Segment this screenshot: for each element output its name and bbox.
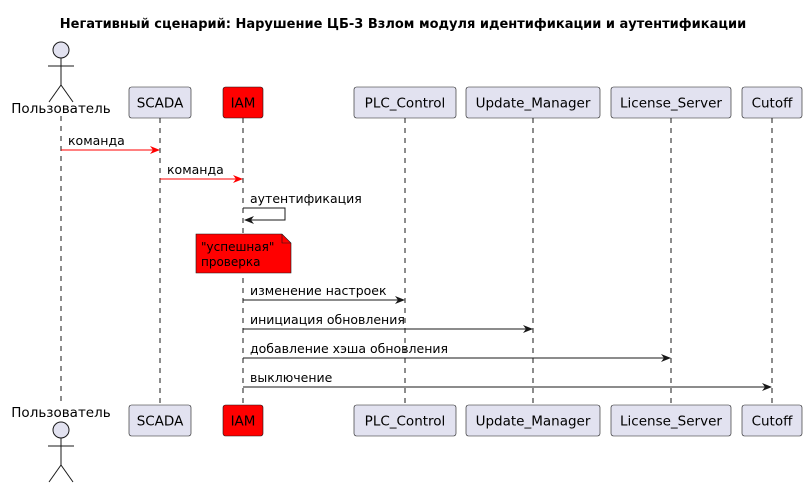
participant-box	[465, 404, 601, 437]
participant-label: PLC_Control	[365, 414, 446, 430]
participant-label: Cutoff	[752, 96, 794, 112]
message-команда: команда	[61, 133, 160, 154]
note-line: проверка	[201, 255, 260, 269]
message-label: команда	[167, 162, 224, 177]
message-команда: команда	[160, 162, 243, 183]
message-аутентификация: аутентификация	[243, 191, 362, 224]
participant-label: SCADA	[137, 96, 184, 112]
participant-label: SCADA	[137, 414, 184, 430]
message-добавление-хэша-обновления: добавление хэша обновления	[243, 341, 671, 362]
participant-scada-bottom: SCADA	[128, 404, 192, 437]
participant-box	[610, 404, 732, 437]
participant-scada-top: SCADA	[128, 86, 192, 119]
self-arrow	[243, 207, 286, 224]
message-выключение: выключение	[243, 370, 772, 391]
participant-label: Update_Manager	[476, 96, 591, 112]
participant-box	[353, 404, 457, 437]
participant-cutoff-top: Cutoff	[741, 86, 803, 119]
participant-box	[610, 86, 732, 119]
message-label: добавление хэша обновления	[250, 341, 448, 356]
participant-label: IAM	[231, 96, 256, 112]
participant-пользователь-top: Пользователь	[11, 41, 111, 117]
participant-box	[128, 404, 192, 437]
participant-box	[465, 86, 601, 119]
participant-label: License_Server	[620, 96, 722, 112]
participant-plc-control-top: PLC_Control	[353, 86, 457, 119]
note-line: "успешная"	[201, 240, 274, 254]
note: "успешная"проверка	[195, 233, 292, 274]
participant-box	[741, 404, 803, 437]
message-label: выключение	[250, 370, 333, 385]
participant-update-manager-top: Update_Manager	[465, 86, 601, 119]
participant-license-server-bottom: License_Server	[610, 404, 732, 437]
participant-label: License_Server	[620, 414, 722, 430]
message-label: аутентификация	[250, 191, 362, 206]
participant-plc-control-bottom: PLC_Control	[353, 404, 457, 437]
participant-cutoff-bottom: Cutoff	[741, 404, 803, 437]
participant-box	[222, 404, 264, 437]
participant-label: IAM	[231, 414, 256, 430]
participant-label: Cutoff	[752, 414, 794, 430]
participant-label: Update_Manager	[476, 414, 591, 430]
participant-box	[128, 86, 192, 119]
participant-box	[222, 86, 264, 119]
message-label: команда	[68, 133, 125, 148]
participant-license-server-top: License_Server	[610, 86, 732, 119]
participant-box	[353, 86, 457, 119]
message-label: инициация обновления	[250, 312, 405, 327]
participant-пользователь-bottom: Пользователь	[11, 405, 111, 483]
message-инициация-обновления: инициация обновления	[243, 312, 533, 333]
participant-label: PLC_Control	[365, 96, 446, 112]
participant-update-manager-bottom: Update_Manager	[465, 404, 601, 437]
actor-label: Пользователь	[11, 405, 110, 421]
participant-iam-top: IAM	[222, 86, 264, 119]
diagram-title: Негативный сценарий: Нарушение ЦБ-3 Взло…	[60, 17, 746, 32]
participant-box	[741, 86, 803, 119]
actor-label: Пользователь	[11, 101, 110, 117]
message-изменение-настроек: изменение настроек	[243, 283, 405, 304]
message-label: изменение настроек	[250, 283, 387, 298]
participant-iam-bottom: IAM	[222, 404, 264, 437]
